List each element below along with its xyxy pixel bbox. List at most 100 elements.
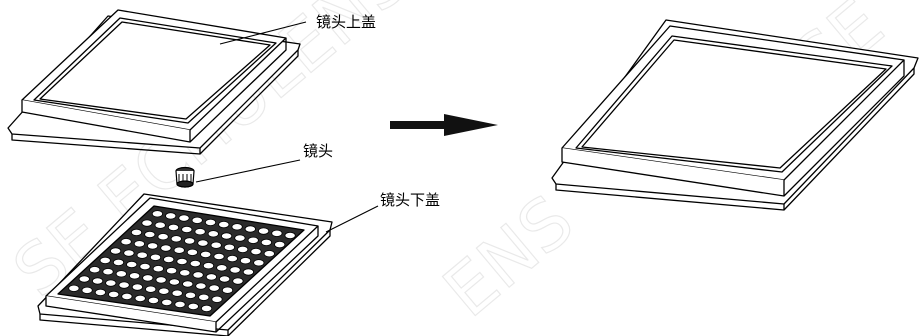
lens-pocket [250,248,262,256]
lens-pocket [257,227,270,235]
lens-pocket [158,287,170,295]
lens-pocket [134,294,146,302]
lens-pocket [179,269,191,277]
lens [175,166,195,188]
lens-pocket [226,255,238,263]
lens-pocket [115,270,127,278]
lens-pocket [136,251,148,259]
lens-pocket [216,264,228,272]
lens-pocket [99,256,111,264]
lens-pocket [130,228,143,236]
lens-pocket [120,238,132,246]
lens-pocket [154,221,166,229]
lens-pocket [195,282,207,290]
svg-text:ENS: ENS [428,180,589,333]
lens-pocket [221,286,234,294]
lens-pocket [173,246,185,254]
lens-pocket [204,218,217,226]
lens-pocket [187,302,199,310]
lens-pocket [147,296,160,304]
lens-pocket [244,225,256,233]
lens-pocket [152,265,164,273]
lens-pocket [223,243,235,251]
lens-pocket [194,228,206,236]
lens-pocket [263,250,275,258]
lens-pocket [242,268,254,276]
lens-pocket [112,258,125,266]
lens-pocket [155,276,167,284]
lens-pocket [229,266,241,274]
lens-pocket [176,257,188,266]
lens-pocket [171,289,183,297]
lens-pocket [210,241,222,249]
lens-pocket [121,292,133,300]
lens-label: 镜头 [303,142,333,160]
lens-pocket [207,230,219,238]
lens-pocket [157,233,169,241]
lens-pocket [221,232,233,240]
lens-pocket [271,229,283,237]
lens-pocket [184,291,197,299]
lens-pocket [211,295,223,303]
lens-pocket [161,298,173,306]
lens-pocket [274,241,286,249]
lens-pocket [110,247,122,255]
lens-pocket [144,230,156,239]
top-cover-label: 镜头上盖 [316,13,376,31]
lens-pocket [163,255,175,263]
lens-pocket [81,286,93,294]
lens-pocket [149,253,162,261]
lens-pocket [205,273,217,281]
lens-pocket [145,285,157,293]
lens-pocket [151,210,163,218]
lens-pocket [131,283,143,291]
lens-pocket [102,268,114,276]
lens-pocket [218,221,230,229]
lens-pocket [232,277,244,285]
lens-pocket [94,288,107,296]
lens-pocket [129,272,141,280]
lens-pocket [202,262,215,270]
right-arrow-icon [390,114,498,136]
lens-pocket [234,234,246,242]
lens-pocket [181,225,193,234]
lens-pocket [174,300,186,308]
lens-pocket [92,277,104,285]
lens-pocket [170,235,182,243]
lens-pocket [68,284,80,292]
bottom-cover [37,193,333,336]
lens-pocket [284,231,296,240]
lens-pocket [253,259,265,267]
lens-pocket [133,240,145,248]
lens-pocket [118,281,130,289]
lens-pocket [191,216,203,224]
lens-pocket [192,271,204,279]
lens-pocket [126,260,138,269]
lens-pocket [123,249,135,257]
lens-pocket [239,257,252,265]
lens-pocket [186,248,198,256]
lens-pocket [142,274,154,282]
lens-pocket [182,280,194,288]
lens-pocket [184,237,196,245]
lens-pocket [219,275,231,283]
top-cover [7,9,301,155]
lens-pocket [78,275,90,283]
lens-pocket [213,252,225,261]
lens-pocket [139,262,151,271]
assembled-package [551,19,919,211]
lens-pocket [197,239,209,247]
bottom-cover-label: 镜头下盖 [380,191,440,209]
lens-pocket [198,293,210,301]
lens-pocket [260,238,272,246]
lens-pocket [231,223,243,231]
lens-pocket [200,250,212,258]
lens-pocket [178,214,190,222]
lens-pocket [247,236,259,244]
lens-pocket [108,290,120,298]
lens-pocket [189,259,201,268]
lens-pocket [167,223,180,231]
lens-pocket [166,267,178,275]
lens-pocket [168,278,180,286]
